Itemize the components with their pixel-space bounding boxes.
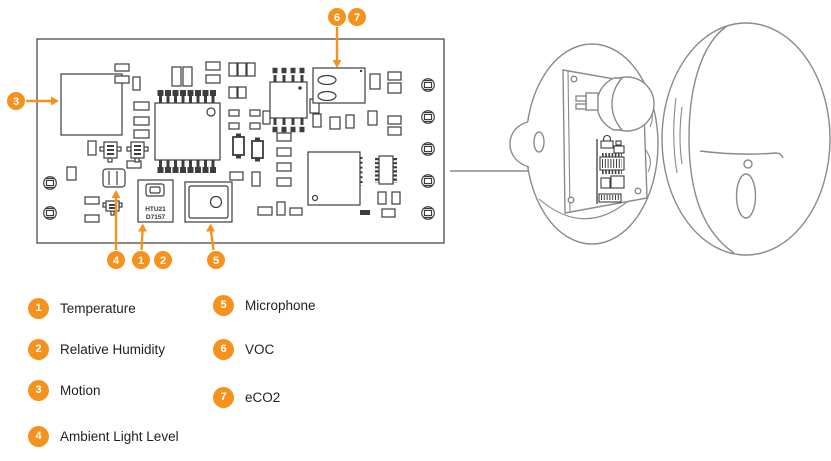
legend-badge-3: 3	[28, 380, 49, 401]
sensor-module	[596, 134, 625, 204]
callouts: 3 6 7 4 1 2	[7, 8, 366, 269]
legend-item-microphone: 5 Microphone	[213, 295, 316, 316]
callout-badge-1	[132, 251, 150, 269]
legend-label-voc: VOC	[245, 342, 275, 357]
legend-badge-4: 4	[28, 426, 49, 447]
callout-badge-7	[348, 8, 366, 26]
callout-4: 4	[107, 190, 125, 269]
legend-badge-2: 2	[28, 339, 49, 360]
legend-badge-6: 6	[213, 339, 234, 360]
device-front-cover	[661, 22, 831, 256]
callout-badge-2-num: 2	[160, 255, 166, 267]
callout-badge-6	[328, 8, 346, 26]
main-ic	[154, 90, 221, 173]
callout-badge-3	[7, 92, 25, 110]
legend-label-microphone: Microphone	[245, 298, 316, 313]
callout-badge-7-num: 7	[354, 12, 360, 24]
motion-sensor-square	[60, 73, 123, 136]
callout-6-arrowhead	[332, 60, 342, 68]
cover-seam-line	[699, 150, 784, 159]
legend-item-temperature: 1 Temperature	[28, 298, 136, 319]
legend-item-voc: 6 VOC	[213, 339, 274, 360]
soic14-ic	[375, 155, 397, 185]
callout-1-arrowhead	[138, 223, 147, 232]
callout-badge-1-num: 1	[138, 255, 144, 267]
battery-holder	[575, 76, 655, 132]
legend-item-ambient-light-level: 4 Ambient Light Level	[28, 426, 179, 447]
callout-badge-4-num: 4	[113, 255, 120, 267]
callout-5: 5	[206, 223, 225, 269]
device-enclosure-drawing	[509, 22, 831, 256]
ambient-light-sensor	[102, 168, 126, 216]
transistor-sot23-right	[126, 141, 149, 163]
cover-face-contour	[688, 25, 735, 254]
legend-badge-7: 7	[213, 387, 234, 408]
transistor-sot23-left	[99, 141, 122, 163]
callout-1-2: 1 2	[132, 223, 172, 269]
legend-label-motion: Motion	[60, 383, 101, 398]
legend-item-relative-humidity: 2 Relative Humidity	[28, 339, 165, 360]
callout-badge-2	[154, 251, 172, 269]
cover-led-hole	[743, 159, 753, 169]
callout-4-arrowhead	[111, 190, 121, 198]
legend-item-motion: 3 Motion	[28, 380, 101, 401]
pcb-passive-components	[66, 61, 402, 223]
pcb-board-outline	[36, 38, 445, 244]
legend-label-relative-humidity: Relative Humidity	[60, 342, 166, 357]
htu21-label-line2: D7157	[146, 214, 166, 221]
pcb-board-drawing: HTU21 D7157	[36, 38, 445, 244]
callout-3-arrowhead	[51, 96, 59, 106]
htu21-label-line1: HTU21	[145, 206, 166, 213]
soic8-ic	[269, 67, 308, 133]
legend-badge-5: 5	[213, 295, 234, 316]
callout-3: 3	[7, 92, 59, 110]
legend-label-eco2: eCO2	[245, 390, 281, 405]
qfn-ic	[307, 151, 363, 206]
device-backplate	[509, 43, 659, 245]
legend-label-temperature: Temperature	[60, 301, 136, 316]
backplate-mount-hole	[533, 131, 545, 153]
callout-5-arrowhead	[206, 223, 215, 232]
legend-item-eco2: 7 eCO2	[213, 387, 280, 408]
htu21-sensor: HTU21 D7157	[137, 179, 174, 223]
microphone-component	[184, 181, 233, 223]
callout-badge-4	[107, 251, 125, 269]
voc-sensor	[312, 67, 366, 104]
callout-badge-6-num: 6	[334, 12, 340, 24]
backplate-mount-tab	[509, 121, 530, 168]
callout-badge-5-num: 5	[213, 255, 219, 267]
cover-pir-lens	[735, 173, 757, 219]
callout-6-7: 6 7	[328, 8, 366, 68]
callout-badge-3-num: 3	[13, 96, 19, 108]
legend-label-ambient-light-level: Ambient Light Level	[60, 429, 179, 444]
legend-badge-1: 1	[28, 298, 49, 319]
callout-badge-5	[207, 251, 225, 269]
